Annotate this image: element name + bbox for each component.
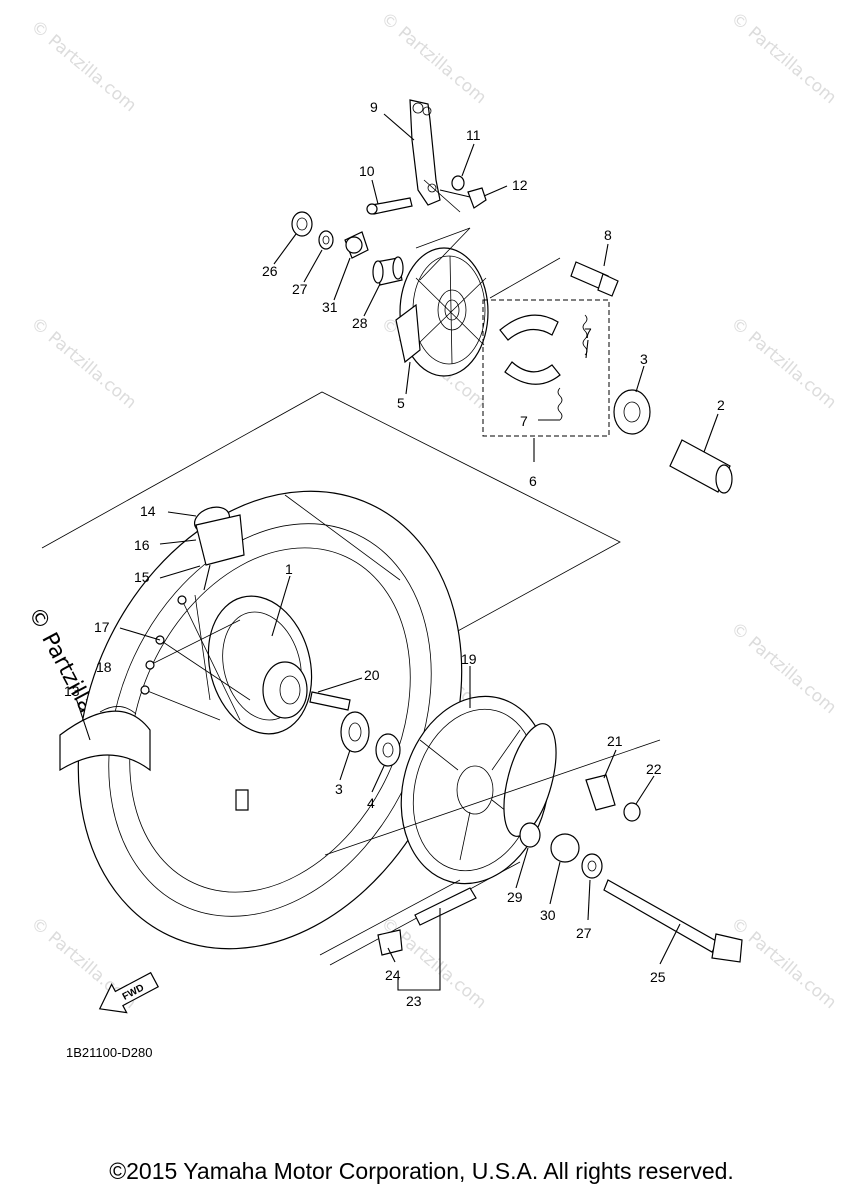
callout-26: 26: [262, 263, 278, 279]
callout-29: 29: [507, 889, 523, 905]
copyright-notice: ©2015 Yamaha Motor Corporation, U.S.A. A…: [109, 1158, 734, 1184]
callout-11: 11: [466, 127, 481, 143]
callout-24: 24: [385, 967, 401, 983]
bearing-upper: [613, 389, 651, 435]
callout-19: 19: [461, 651, 477, 667]
callout-2: 2: [717, 397, 725, 413]
wheel-hub: [140, 594, 313, 811]
callout-17: 17: [94, 619, 110, 635]
rear-sprocket: [400, 695, 557, 885]
watermark: © Partzilla.com: [27, 17, 140, 117]
callout-3: 3: [335, 781, 343, 797]
axle-side-parts: [324, 739, 743, 963]
watermark: © Partzilla.com: [27, 314, 140, 414]
callout-9: 9: [370, 99, 378, 115]
callout-27: 27: [292, 281, 308, 297]
callout-5: 5: [397, 395, 405, 411]
watermark: © Partzilla.com: [727, 914, 840, 1014]
callout-13: 13: [64, 683, 80, 699]
brake-bolt: [570, 261, 619, 297]
leader-lines: [75, 113, 719, 991]
callout-22: 22: [646, 761, 662, 777]
watermark: © Partzilla.com: [377, 9, 490, 109]
brake-arm-group: [366, 99, 487, 215]
callout-18: 18: [96, 659, 112, 675]
callout-labels: 1 2 3 3 4 5 6 7 7 8 9 10 11 12 13 14 15 …: [64, 99, 725, 1009]
callout-23: 23: [406, 993, 422, 1009]
callout-27: 27: [576, 925, 592, 941]
callout-7: 7: [520, 413, 528, 429]
callout-6: 6: [529, 473, 537, 489]
callout-21: 21: [607, 733, 623, 749]
watermark: © Partzilla.com: [377, 914, 490, 1014]
brake-cam-parts: [291, 211, 404, 286]
callout-31: 31: [322, 299, 338, 315]
watermark: © Partzilla.com: [727, 314, 840, 414]
drive-chain: [319, 861, 521, 966]
callout-25: 25: [650, 969, 666, 985]
callout-28: 28: [352, 315, 368, 331]
collar: [669, 439, 733, 494]
callout-4: 4: [367, 795, 375, 811]
watermark: © Partzilla.com: [727, 619, 840, 719]
callout-16: 16: [134, 537, 150, 553]
hub-bearings: [309, 691, 401, 767]
watermark: © Partzilla.com: [727, 9, 840, 109]
callout-3: 3: [640, 351, 648, 367]
assembly-guide-lines: [41, 179, 621, 701]
callout-1: 1: [285, 561, 293, 577]
callout-15: 15: [134, 569, 150, 585]
callout-7: 7: [584, 325, 592, 341]
callout-14: 14: [140, 503, 156, 519]
callout-20: 20: [364, 667, 380, 683]
callout-12: 12: [512, 177, 528, 193]
callout-10: 10: [359, 163, 375, 179]
callout-8: 8: [604, 227, 612, 243]
diagram-code: 1B21100-D280: [66, 1045, 153, 1060]
brake-panel: [395, 247, 489, 377]
callout-30: 30: [540, 907, 556, 923]
brake-shoe-kit: [482, 299, 610, 437]
